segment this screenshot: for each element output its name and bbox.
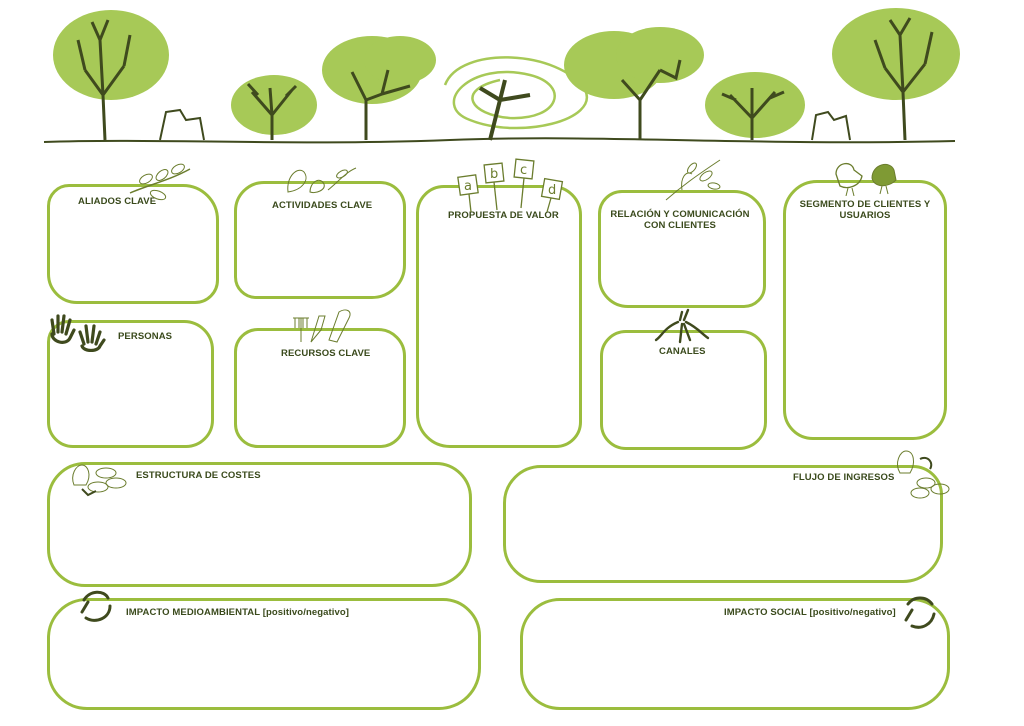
flujo-ingresos-box[interactable] bbox=[503, 465, 943, 583]
tree-icon bbox=[832, 8, 960, 141]
impacto-medioambiental-label: Impacto medioambiental [positivo/negativ… bbox=[126, 607, 349, 618]
actividades-clave-label: Actividades clave bbox=[272, 200, 373, 211]
leaf-branch-icon bbox=[665, 159, 721, 201]
relacion-comunicacion-box[interactable] bbox=[598, 190, 766, 308]
impacto-medioambiental-note: [positivo/negativo] bbox=[262, 607, 350, 618]
canales-box[interactable] bbox=[600, 330, 767, 450]
tools-icon bbox=[293, 309, 351, 343]
aliados-clave-label: Aliados clave bbox=[78, 196, 157, 207]
roots-icon bbox=[654, 308, 710, 344]
recursos-clave-label: Recursos clave bbox=[281, 348, 371, 359]
propuesta-de-valor-box[interactable] bbox=[416, 185, 582, 448]
recursos-clave-box[interactable] bbox=[234, 328, 406, 448]
tree-icon bbox=[53, 10, 169, 141]
propuesta-de-valor-label: Propuesta de valor bbox=[448, 210, 559, 221]
estructura-costes-label: Estructura de costes bbox=[136, 470, 261, 481]
estructura-costes-box[interactable] bbox=[47, 462, 472, 587]
impacto-medioambiental-title: Impacto medioambiental bbox=[126, 607, 260, 618]
money-bag-icon bbox=[72, 464, 127, 497]
coins-icon bbox=[897, 450, 950, 499]
stump-icon bbox=[811, 110, 851, 141]
tree-icon bbox=[231, 75, 317, 140]
personas-label: Personas bbox=[118, 331, 173, 342]
actividades-clave-box[interactable] bbox=[234, 181, 406, 299]
sign-tag-b: b bbox=[490, 167, 498, 182]
scribble-tree-icon bbox=[443, 56, 589, 141]
impacto-social-title: Impacto social bbox=[724, 607, 807, 618]
hands-icon bbox=[50, 314, 106, 352]
aliados-clave-box[interactable] bbox=[47, 184, 219, 304]
segmento-clientes-box[interactable] bbox=[783, 180, 947, 440]
sign-tag-d: d bbox=[548, 183, 556, 198]
tree-icon bbox=[322, 36, 436, 140]
impacto-social-box[interactable] bbox=[520, 598, 950, 710]
segmento-clientes-label: Segmento de clientes y usuarios bbox=[799, 199, 931, 221]
tree-icon bbox=[564, 27, 704, 140]
leaves-icon bbox=[287, 167, 357, 193]
canales-label: Canales bbox=[659, 346, 706, 357]
relacion-comunicacion-label: Relación y comunicación con clientes bbox=[610, 209, 750, 231]
recycle-icon bbox=[80, 590, 112, 622]
impacto-social-label: Impacto social [positivo/negativo] bbox=[724, 607, 896, 618]
sign-tag-c: c bbox=[520, 163, 527, 178]
leaf-branch-icon bbox=[129, 163, 191, 201]
recycle-icon bbox=[904, 596, 936, 629]
personas-box[interactable] bbox=[47, 320, 214, 448]
tree-icon bbox=[705, 72, 805, 140]
sign-tags-icon: a b c d bbox=[457, 158, 564, 213]
bird-icon bbox=[835, 163, 897, 196]
stump-icon bbox=[159, 108, 205, 141]
flujo-ingresos-label: Flujo de ingresos bbox=[793, 472, 895, 483]
impacto-social-note: [positivo/negativo] bbox=[809, 607, 896, 618]
impacto-medioambiental-box[interactable] bbox=[47, 598, 481, 710]
sign-tag-a: a bbox=[464, 179, 472, 194]
